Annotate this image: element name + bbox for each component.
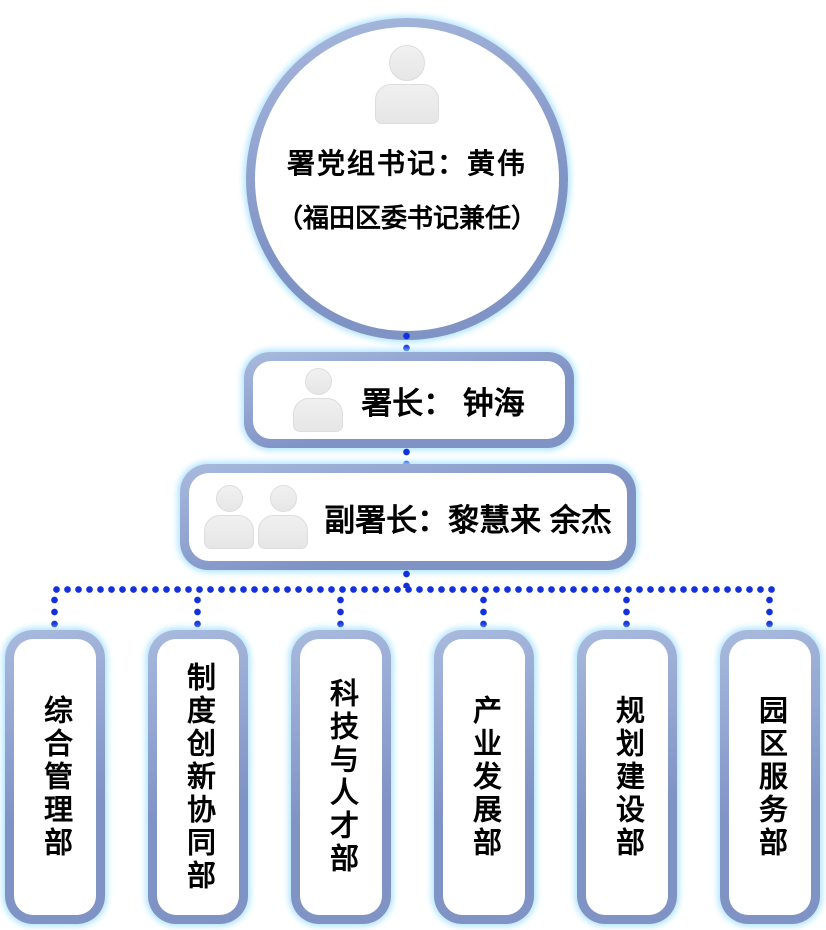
node-dept-body: 规划建设部 [586,639,668,915]
person-icon-torso [204,515,255,549]
dept-label: 科技与人才部 [325,678,358,876]
node-dept-institutional-innovation: 制度创新协同部 [148,630,248,924]
connector-deputy-trunk [402,568,411,588]
node-dept-industry-development: 产业发展部 [434,630,534,924]
deputy-label: 副署长：黎慧来 余杰 [324,502,612,538]
node-dept-general-management: 综合管理部 [5,630,105,924]
node-party-secretary-body: 署党组书记：黄伟 （福田区委书记兼任） [255,27,559,331]
node-dept-body: 园区服务部 [729,639,811,915]
connector-drop-1 [50,594,59,632]
person-icon-head [215,485,243,512]
person-icon [293,368,344,432]
party-secretary-note: （福田区委书记兼任） [276,203,537,233]
person-icon [258,485,309,549]
connector-drop-4 [479,594,488,632]
node-deputy-body: 副署长：黎慧来 余杰 [189,473,627,561]
node-dept-body: 产业发展部 [443,639,525,915]
node-director: 署长： 钟海 [244,352,574,448]
director-label: 署长： 钟海 [361,385,525,421]
connector-drop-5 [622,594,631,632]
dept-label: 制度创新协同部 [182,661,215,893]
connector-circle-director [402,330,411,354]
person-icon [375,45,439,124]
person-icon-torso [375,84,439,124]
node-party-secretary: 署党组书记：黄伟 （福田区委书记兼任） [246,18,568,340]
node-director-body: 署长： 钟海 [253,361,565,439]
person-icon-head [304,368,332,395]
dept-label: 园区服务部 [754,694,787,860]
node-dept-body: 科技与人才部 [300,639,382,915]
person-icon-torso [293,398,344,432]
connector-drop-3 [336,594,345,632]
person-icon-torso [258,515,309,549]
party-secretary-title: 署党组书记：黄伟 [286,148,527,179]
node-dept-body: 综合管理部 [14,639,96,915]
connector-drop-2 [193,594,202,632]
person-icon-head [269,485,297,512]
two-person-icon [204,485,309,549]
person-icon-head [389,45,425,81]
node-deputy: 副署长：黎慧来 余杰 [180,464,636,570]
node-dept-park-services: 园区服务部 [720,630,820,924]
dept-label: 产业发展部 [468,694,501,860]
dept-label: 综合管理部 [39,694,72,860]
node-dept-science-talent: 科技与人才部 [291,630,391,924]
dept-label: 规划建设部 [611,694,644,860]
connector-director-deputy [402,446,411,466]
person-icon [204,485,255,549]
connector-drop-6 [765,594,774,632]
node-dept-planning-construction: 规划建设部 [577,630,677,924]
connector-horizontal [51,585,775,594]
node-dept-body: 制度创新协同部 [157,639,239,915]
